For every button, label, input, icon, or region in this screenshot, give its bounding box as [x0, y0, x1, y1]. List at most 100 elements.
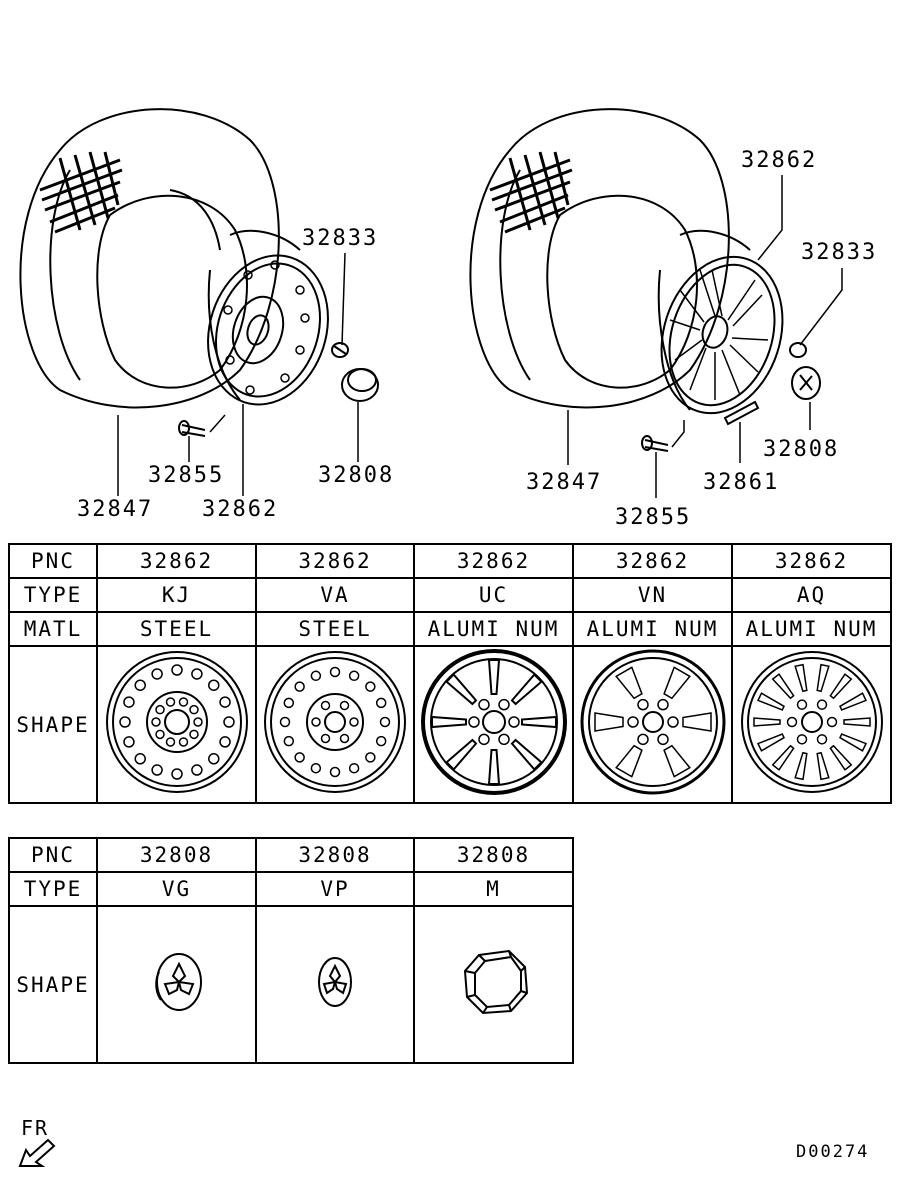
left-steel-wheel-illustration: [207, 229, 329, 406]
wheel-spoke: [815, 751, 830, 781]
wheel-hole: [165, 697, 175, 707]
wheel-hole: [207, 753, 220, 765]
wheel-hole: [150, 668, 163, 680]
wheel-hole: [656, 698, 669, 711]
wheel-hole: [786, 716, 797, 728]
wheel-hole: [329, 666, 341, 678]
wheel-hole: [188, 729, 199, 740]
wheel-hole: [150, 764, 163, 776]
table-row-type: TYPE KJ VA UC VN AQ: [8, 577, 892, 613]
wheel-hole: [339, 733, 350, 744]
wheel-hole: [365, 681, 376, 692]
wheel-spoke: [681, 712, 712, 732]
wheel-hole: [477, 733, 490, 746]
table-row-type: TYPE VG VP M: [8, 871, 574, 907]
right-hub-cap-illustration: [791, 366, 821, 400]
wheel-spoke: [828, 744, 852, 771]
callout-32862-left: 32862: [202, 497, 279, 522]
right-lug-nut-illustration: [789, 342, 807, 358]
row-label-pnc: PNC: [8, 837, 98, 873]
alloy-wheel-vn-icon: [580, 649, 725, 795]
wheel-hole: [165, 737, 175, 747]
left-hub-cap-illustration: [341, 368, 379, 402]
cell-pnc: 32862: [413, 543, 574, 579]
wheel-spoke: [487, 749, 500, 785]
wheel-spoke: [510, 673, 543, 706]
wheel-spoke: [771, 744, 795, 771]
steel-wheel-kj-icon: [105, 651, 248, 793]
wheel-spoke: [430, 715, 467, 729]
cell-shape: [96, 905, 257, 1064]
table-row-pnc: PNC 32808 32808 32808: [8, 837, 574, 873]
cell-type: VN: [572, 577, 733, 613]
wheel-hole: [154, 704, 165, 715]
hub-cap-table: PNC 32808 32808 32808 TYPE VG VP M SHAPE: [8, 837, 574, 1064]
cell-matl: STEEL: [255, 611, 415, 647]
cell-pnc: 32862: [572, 543, 733, 579]
wheel-hole: [150, 717, 161, 727]
cell-shape: [572, 645, 733, 804]
cell-shape: [731, 645, 892, 804]
cell-type: VG: [96, 871, 257, 907]
left-lug-nut-illustration: [331, 342, 349, 358]
wheel-spoke: [487, 659, 500, 695]
wheel-spoke: [444, 673, 477, 706]
wheel-hole: [796, 699, 807, 710]
wheel-spoke: [793, 663, 808, 693]
wheel-hole: [666, 716, 679, 728]
wheel-hole: [826, 716, 837, 728]
wheel-hole: [636, 698, 649, 711]
callout-32847-left: 32847: [77, 497, 154, 522]
wheel-hole: [122, 696, 135, 708]
wheel-hole: [349, 717, 359, 727]
wheel-hole: [192, 717, 203, 727]
wheel-spoke: [593, 712, 624, 732]
wheel-hole: [497, 733, 510, 746]
left-tire-illustration: [19, 108, 280, 409]
wheel-hole: [656, 733, 669, 746]
cell-shape: [413, 905, 574, 1064]
wheel-spoke: [838, 733, 867, 752]
wheel-hole: [365, 752, 376, 763]
hub-cap-vp-icon: [318, 957, 352, 1007]
alloy-wheel-aq-icon: [740, 651, 883, 793]
wheel-spoke: [756, 692, 785, 711]
callout-32808-left: 32808: [318, 463, 395, 488]
row-label-shape: SHAPE: [8, 645, 98, 804]
cell-type: KJ: [96, 577, 257, 613]
wheel-spoke: [793, 751, 808, 781]
callout-32855-right: 32855: [615, 505, 692, 530]
cell-pnc: 32862: [96, 543, 257, 579]
row-label-shape: SHAPE: [8, 905, 98, 1064]
wheel-hole: [188, 704, 199, 715]
row-label-pnc: PNC: [8, 543, 98, 579]
wheel-hole: [207, 679, 220, 691]
drawing-code: D00274: [796, 1142, 870, 1162]
cell-pnc: 32862: [731, 543, 892, 579]
table-row-pnc: PNC 32862 32862 32862 32862 32862: [8, 543, 892, 579]
cell-matl: ALUMI NUM: [413, 611, 574, 647]
right-valve-illustration: [641, 435, 669, 452]
hub-cap-m-icon: [463, 949, 528, 1015]
wheel-hole: [467, 716, 480, 728]
callout-32833-left: 32833: [302, 226, 379, 251]
row-label-type: TYPE: [8, 871, 98, 907]
cell-pnc: 32862: [255, 543, 415, 579]
table-row-shape: SHAPE: [8, 645, 892, 804]
cell-type: M: [413, 871, 574, 907]
wheel-hole: [311, 717, 321, 727]
wheel-hole: [816, 734, 827, 745]
wheel-hole: [320, 733, 331, 744]
cell-shape: [255, 645, 415, 804]
wheel-hole: [310, 670, 322, 682]
wheel-hole: [122, 736, 135, 748]
wheel-hole: [178, 697, 188, 707]
hub-cap-vg-icon: [154, 953, 202, 1011]
wheel-hole: [170, 768, 183, 780]
callout-32855-left: 32855: [148, 463, 225, 488]
steel-wheel-va-icon: [264, 651, 406, 793]
wheel-spoke: [842, 717, 871, 727]
wheel-hole: [626, 716, 639, 728]
wheel-spoke: [662, 744, 691, 778]
